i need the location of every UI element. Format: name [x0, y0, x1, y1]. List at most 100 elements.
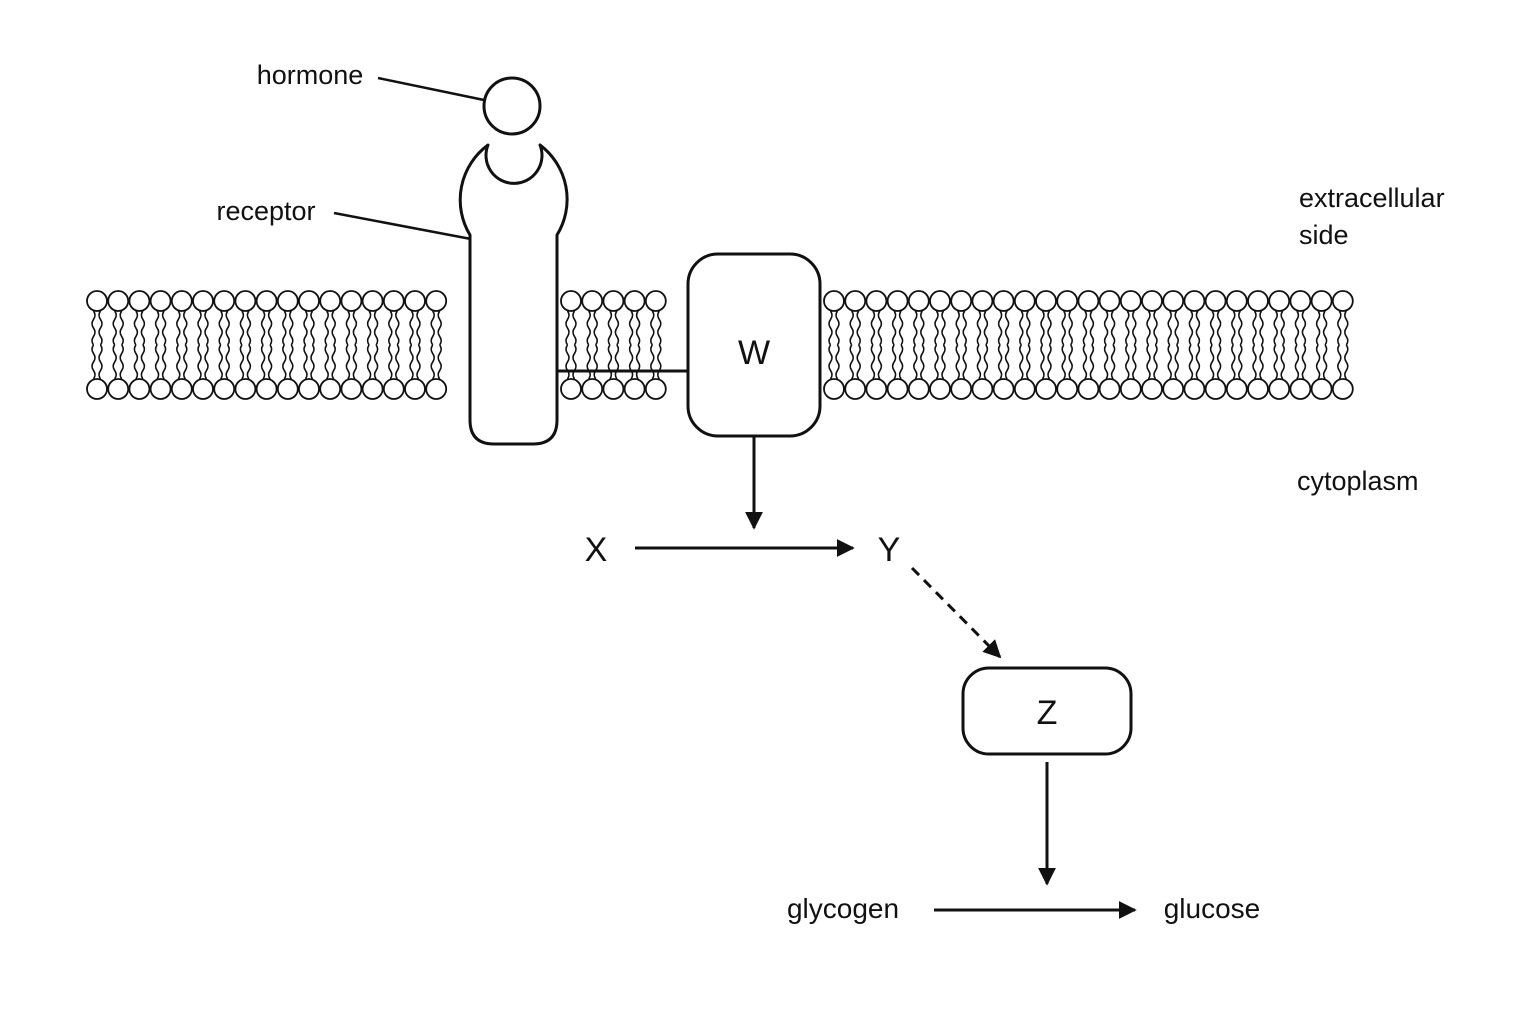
- lipid-head: [560, 290, 582, 312]
- lipid-tail: [586, 344, 591, 380]
- lipid-tail: [409, 344, 414, 380]
- lipid-tail: [934, 344, 939, 380]
- lipid-tail: [225, 310, 230, 346]
- lipid-head: [382, 290, 405, 312]
- lipid-tail: [373, 344, 379, 380]
- lipid-tail: [1146, 344, 1151, 380]
- lipid-head: [340, 378, 363, 400]
- lipid-head: [950, 378, 973, 400]
- lipid-head: [1098, 290, 1121, 312]
- lipid-tail: [161, 344, 167, 380]
- lipid-tail: [176, 310, 181, 346]
- lipid-tail: [218, 310, 223, 346]
- lipid-tail: [635, 344, 641, 380]
- lipid-tail: [614, 344, 620, 380]
- lipid-tail: [657, 344, 662, 380]
- lipid-tail: [366, 344, 372, 380]
- lipid-head: [1310, 378, 1333, 400]
- lipid-tail: [955, 310, 960, 346]
- lipid-tail: [1019, 310, 1024, 346]
- lipid-tail: [204, 310, 209, 346]
- lipid-tail: [282, 344, 287, 380]
- lipid-head: [1331, 378, 1354, 400]
- lipid-tail: [437, 344, 442, 380]
- lipid-tail: [849, 344, 854, 380]
- hormone-label: hormone: [257, 60, 364, 90]
- receptor-label: receptor: [216, 196, 315, 226]
- lipid-tail: [409, 310, 414, 346]
- lipid-tail: [877, 310, 883, 346]
- lipid-tail: [1188, 310, 1194, 346]
- lipid-tail: [246, 310, 252, 346]
- lipid-tail: [183, 310, 188, 346]
- lipid-tail: [1125, 310, 1130, 346]
- y-label: Y: [878, 531, 901, 569]
- lipid-tail: [628, 344, 634, 380]
- lipid-head: [128, 378, 151, 400]
- lipid-head: [1204, 378, 1227, 400]
- lipid-tail: [572, 310, 577, 346]
- lipid-tail: [112, 310, 117, 346]
- lipid-head: [929, 290, 951, 312]
- lipid-tail: [941, 310, 946, 346]
- x-label: X: [585, 531, 608, 569]
- lipid-tail: [1238, 310, 1243, 346]
- lipid-tail: [572, 344, 577, 380]
- lipid-tail: [303, 344, 308, 380]
- lipid-tail: [1110, 344, 1116, 380]
- lipid-head: [86, 290, 108, 312]
- lipid-head: [1247, 290, 1269, 312]
- lipid-head: [319, 290, 342, 312]
- lipid-tail: [849, 310, 854, 346]
- lipid-head: [425, 290, 448, 312]
- lipid-tail: [1004, 344, 1010, 380]
- lipid-tail: [1174, 310, 1179, 346]
- lipid-tail: [1026, 310, 1031, 346]
- lipid-head: [361, 290, 384, 312]
- lipid-head: [404, 290, 426, 312]
- lipid-head: [149, 378, 172, 400]
- lipid-tail: [1089, 310, 1095, 346]
- lipid-tail: [310, 310, 315, 346]
- lipid-head: [170, 378, 193, 400]
- lipid-head: [1268, 378, 1291, 400]
- lipid-tail: [593, 310, 598, 346]
- receptor-leader-line: [333, 211, 472, 241]
- lipid-tail: [218, 344, 223, 380]
- lipid-tail: [352, 344, 358, 380]
- lipid-tail: [1322, 344, 1328, 380]
- lipid-tail: [962, 344, 967, 380]
- lipid-tail: [1280, 344, 1285, 380]
- lipid-head: [560, 378, 582, 400]
- lipid-tail: [282, 310, 287, 346]
- z-enzyme-box: [961, 666, 1133, 756]
- lipid-tail: [176, 344, 181, 380]
- lipid-head: [1268, 290, 1291, 312]
- lipid-tail: [1082, 344, 1088, 380]
- lipid-tail: [416, 310, 421, 346]
- lipid-tail: [98, 344, 103, 380]
- lipid-tail: [197, 310, 202, 346]
- hormone-leader-line: [377, 76, 485, 102]
- lipid-tail: [154, 310, 160, 346]
- lipid-head: [382, 378, 405, 400]
- lipid-tail: [913, 310, 918, 346]
- lipid-tail: [941, 344, 946, 380]
- lipid-head: [971, 378, 994, 400]
- lipid-tail: [983, 344, 989, 380]
- lipid-head: [298, 378, 320, 400]
- lipid-head: [1077, 378, 1100, 400]
- lipid-tail: [437, 310, 442, 346]
- lipid-head: [623, 290, 646, 312]
- lipid-head: [425, 378, 448, 400]
- extracellular-label-line2: side: [1299, 220, 1349, 250]
- lipid-tail: [856, 310, 861, 346]
- lipid-tail: [331, 310, 336, 346]
- lipid-tail: [1322, 310, 1328, 346]
- lipid-tail: [983, 310, 989, 346]
- lipid-tail: [395, 310, 400, 346]
- lipid-tail: [98, 310, 103, 346]
- lipid-head: [1289, 290, 1312, 312]
- lipid-tail: [112, 344, 117, 380]
- lipid-head: [298, 290, 320, 312]
